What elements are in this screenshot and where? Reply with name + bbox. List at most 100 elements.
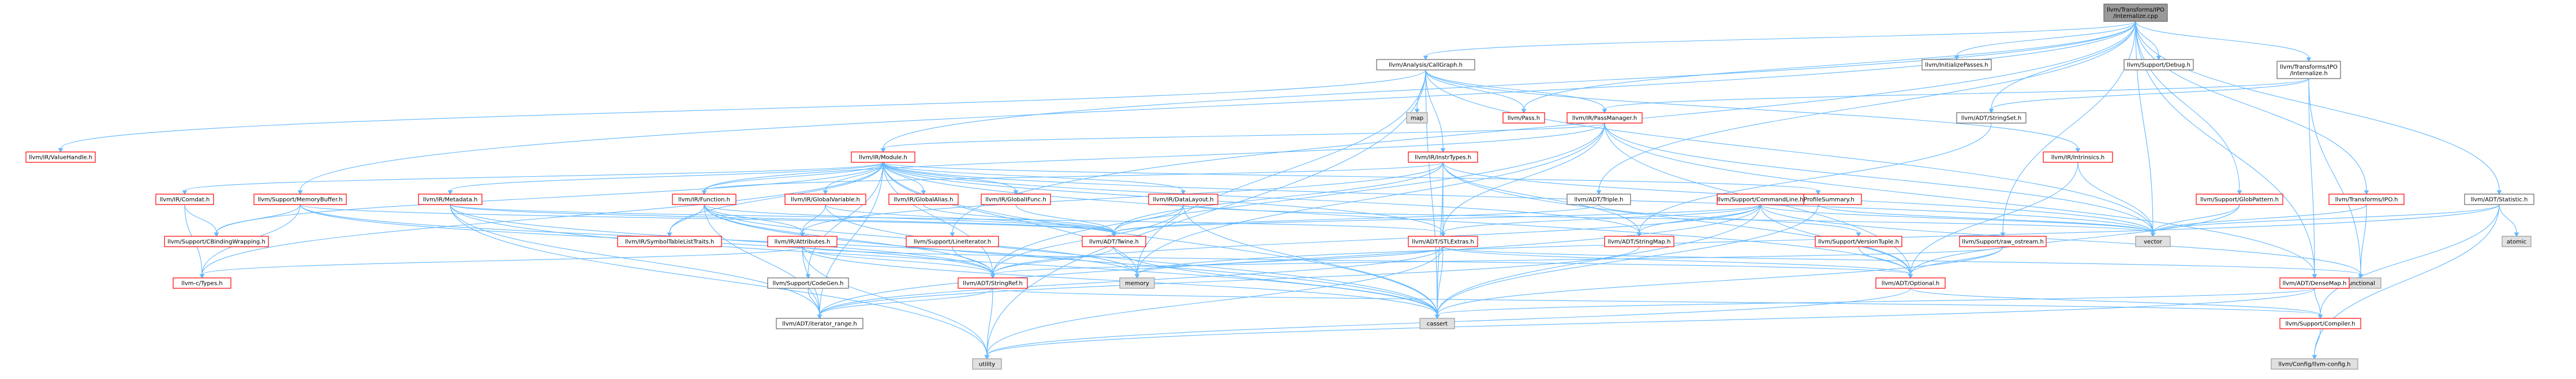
node-initpasses[interactable]: llvm/InitializePasses.h [1921, 59, 1992, 70]
edge-arrowhead [2312, 355, 2317, 359]
node-box [767, 236, 838, 247]
edge-line [992, 246, 2003, 275]
edge-line [883, 162, 1184, 191]
edge-passmanager-to-module [880, 122, 1605, 153]
node-triple[interactable]: llvm/ADT/Triple.h [1566, 194, 1631, 205]
node-globalifunc[interactable]: llvm/IR/GlobalIFunc.h [981, 194, 1051, 205]
edge-line [2002, 21, 2136, 233]
edge-line [1136, 122, 1605, 275]
edge-line [952, 21, 2136, 233]
edge-root-to-vector [2135, 21, 2156, 237]
node-statistic[interactable]: llvm/ADT/Statistic.h [2464, 194, 2534, 205]
node-cbinding[interactable]: llvm/Support/CBindingWrapping.h [164, 236, 269, 247]
node-intrinsics[interactable]: llvm/IR/Intrinsics.h [2043, 151, 2113, 163]
edge-line [1442, 122, 1605, 233]
node-globalvariable[interactable]: llvm/IR/GlobalVariable.h [784, 194, 866, 205]
node-ctypes[interactable]: llvm-c/Types.h [173, 277, 231, 289]
node-label: /Internalize.cpp [2113, 13, 2158, 20]
node-label: llvm/ADT/DenseMap.h [2283, 281, 2347, 287]
node-pass[interactable]: llvm/Pass.h [1502, 112, 1545, 124]
edge-root-to-rawostream [2000, 21, 2136, 237]
node-stringmap[interactable]: llvm/ADT/StringMap.h [1604, 236, 1674, 247]
node-globalalias[interactable]: llvm/IR/GlobalAlias.h [888, 194, 959, 205]
node-stringset[interactable]: llvm/ADT/StringSet.h [1956, 112, 2027, 124]
edge-line [704, 162, 884, 191]
edge-attributes-to-utility [802, 246, 990, 359]
edge-line [704, 204, 820, 315]
node-codegen[interactable]: llvm/Support/CodeGen.h [767, 277, 849, 289]
node-globpattern[interactable]: llvm/Support/GlobPattern.h [2196, 194, 2283, 205]
node-label: llvm/Analysis/CallGraph.h [1389, 62, 1463, 69]
node-label: llvm/ADT/Twine.h [1089, 239, 1139, 246]
node-commandline[interactable]: llvm/Support/CommandLine.h [1717, 194, 1804, 205]
node-insttypes[interactable]: llvm/IR/InstrTypes.h [1408, 151, 1478, 163]
node-box [1148, 194, 1218, 205]
node-label: map [1411, 116, 1423, 122]
edge-line [992, 288, 2321, 315]
edge-memorybuffer-to-cbinding [214, 204, 301, 237]
node-box [617, 236, 722, 247]
edge-line [1425, 69, 1524, 110]
node-box [1419, 318, 1455, 329]
node-internalize[interactable]: llvm/Transforms/IPO/Internalize.h [2276, 61, 2341, 79]
edge-arrowhead [182, 190, 188, 195]
node-function[interactable]: llvm/IR/Function.h [672, 194, 736, 205]
node-comdat[interactable]: llvm/IR/Comdat.h [155, 194, 214, 205]
node-label: llvm/Support/CommandLine.h [1717, 197, 1803, 203]
edge-line [1425, 21, 2136, 57]
edge-line [1442, 246, 1911, 275]
node-valuehandle[interactable]: llvm/IR/ValueHandle.h [25, 151, 96, 163]
node-box [2123, 59, 2194, 70]
node-label: functional [2346, 281, 2375, 287]
node-symtablelist[interactable]: llvm/IR/SymbolTableListTraits.h [617, 236, 722, 247]
node-twine[interactable]: llvm/ADT/Twine.h [1082, 236, 1146, 247]
edge-callgraph-to-cassert [1425, 69, 1440, 319]
node-module[interactable]: llvm/IR/Module.h [851, 151, 915, 163]
edge-line [802, 246, 988, 356]
node-datalayout[interactable]: llvm/IR/DataLayout.h [1148, 194, 1218, 205]
edge-line [450, 204, 1444, 233]
edge-line [1910, 288, 2321, 315]
edge-line [986, 288, 993, 356]
node-attributes[interactable]: llvm/IR/Attributes.h [767, 236, 838, 247]
node-versiontuple[interactable]: llvm/Support/VersionTuple.h [1815, 236, 1902, 247]
edge-arrowhead [2237, 190, 2242, 195]
edge-line [825, 162, 884, 191]
node-label: cassert [1427, 321, 1448, 328]
edge-function-to-cassert [704, 204, 1440, 319]
edge-line [802, 246, 993, 275]
edge-line [1858, 246, 1911, 275]
node-passmanager[interactable]: llvm/IR/PassManager.h [1566, 112, 1643, 124]
edge-module-to-globalalias [883, 162, 926, 195]
node-metadata[interactable]: llvm/IR/Metadata.h [418, 194, 483, 205]
edge-line [704, 204, 1438, 315]
node-label: llvm/ADT/Optional.h [1882, 281, 1939, 287]
node-ipoh[interactable]: llvm/Transforms/IPO.h [2328, 194, 2405, 205]
node-stringref[interactable]: llvm/ADT/StringRef.h [958, 277, 1028, 289]
node-compiler[interactable]: llvm/Support/Compiler.h [2279, 318, 2361, 329]
edge-datalayout-to-twine [1111, 204, 1184, 237]
edge-passmanager-to-vector [1604, 122, 2156, 237]
node-iteratorrange[interactable]: llvm/ADT/iterator_range.h [776, 318, 863, 329]
node-callgraph[interactable]: llvm/Analysis/CallGraph.h [1376, 59, 1475, 70]
edge-line [1113, 162, 1444, 233]
node-memorybuffer[interactable]: llvm/Support/MemoryBuffer.h [253, 194, 347, 205]
node-box [888, 194, 959, 205]
edge-module-to-function [701, 162, 884, 195]
node-atomic: atomic [2502, 236, 2532, 247]
edge-line [669, 204, 705, 233]
node-optional[interactable]: llvm/ADT/Optional.h [1875, 277, 1946, 289]
edge-line [1598, 21, 2136, 191]
node-rawostream[interactable]: llvm/Support/raw_ostream.h [1959, 236, 2047, 247]
node-label: /Internalize.h [2290, 70, 2328, 77]
edge-arrowhead [2306, 57, 2312, 62]
node-stlextras[interactable]: llvm/ADT/STLExtras.h [1408, 236, 1478, 247]
edge-line [825, 204, 1438, 315]
node-densemap[interactable]: llvm/ADT/DenseMap.h [2279, 277, 2350, 289]
node-box [155, 194, 214, 205]
edge-line [883, 122, 1605, 149]
node-lineiterator[interactable]: llvm/Support/LineIterator.h [906, 236, 999, 247]
edge-line [2152, 204, 2367, 233]
edge-line [1437, 246, 1444, 315]
node-debug[interactable]: llvm/Support/Debug.h [2123, 59, 2194, 70]
